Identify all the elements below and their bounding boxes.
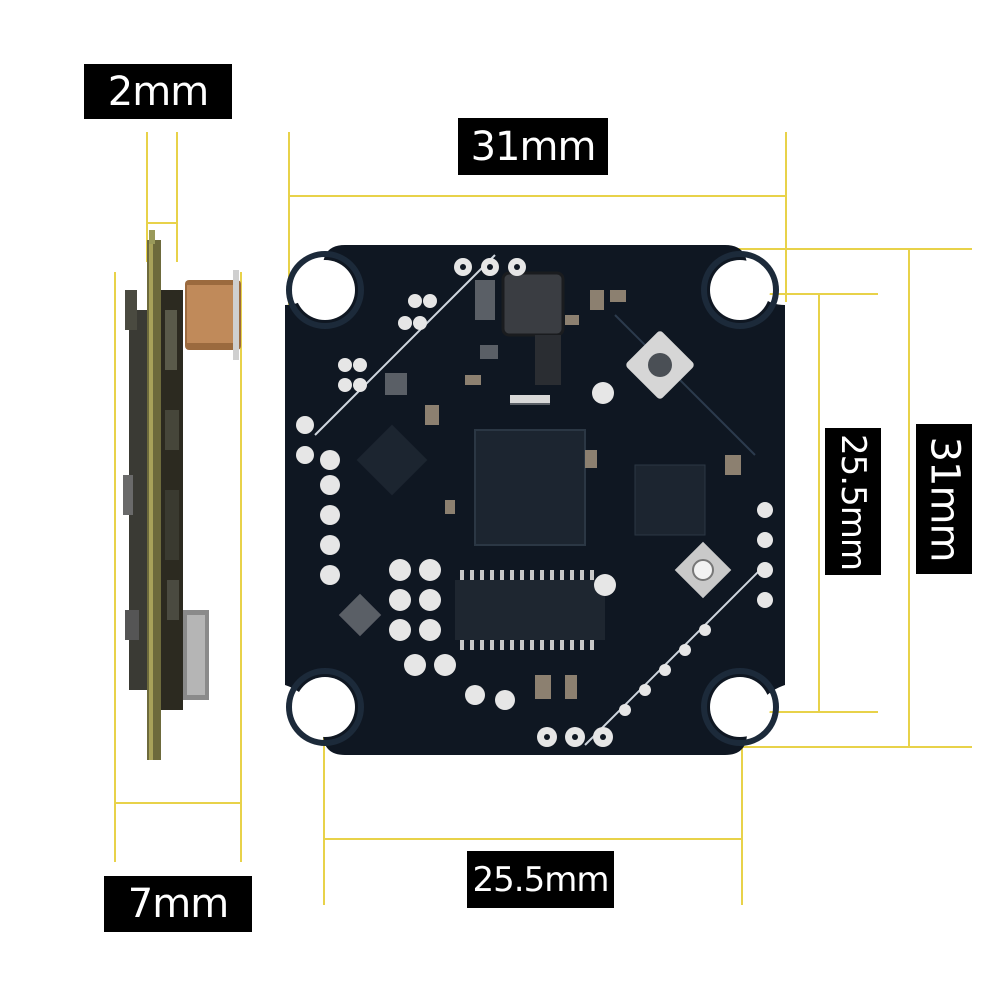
- dim-line-7mm-span: [114, 802, 242, 804]
- side-view-board: [123, 230, 241, 760]
- dimension-text-31mm-right: 31mm: [921, 436, 968, 562]
- dim-line-2mm-left: [146, 132, 148, 262]
- dim-line-31mm-right-span: [908, 248, 910, 748]
- dimension-label-31mm-right: 31mm: [916, 424, 972, 574]
- dim-line-25mm-right-bottom: [740, 711, 878, 713]
- dim-line-25mm-right-top: [740, 293, 878, 295]
- dim-line-31mm-top-left: [288, 132, 290, 332]
- mount-hole-top-left: [295, 260, 355, 320]
- flight-controller-board: [285, 245, 785, 755]
- dim-line-7mm-left: [114, 272, 116, 862]
- dim-line-25mm-bottom-right: [741, 700, 743, 905]
- dim-line-25mm-bottom-left: [323, 700, 325, 905]
- dimension-label-31mm-top: 31mm: [458, 118, 608, 175]
- dim-line-7mm-right: [240, 272, 242, 862]
- dimension-label-25mm-right: 25.5mm: [825, 428, 881, 575]
- dim-line-31mm-right-bottom: [700, 746, 972, 748]
- dimension-text-2mm: 2mm: [107, 68, 209, 115]
- dim-line-31mm-right-top: [700, 248, 972, 250]
- dimension-label-2mm: 2mm: [84, 64, 232, 119]
- dim-line-25mm-bottom-span: [323, 838, 743, 840]
- dim-line-2mm-right: [176, 132, 178, 262]
- dim-line-2mm-span: [146, 222, 178, 224]
- dimension-text-25mm-right: 25.5mm: [833, 433, 874, 570]
- dim-line-31mm-top-right: [785, 132, 787, 302]
- dimension-label-7mm: 7mm: [104, 876, 252, 932]
- dim-line-31mm-top-span: [288, 195, 787, 197]
- dimension-text-25mm-bottom: 25.5mm: [472, 859, 610, 900]
- dimension-text-31mm-top: 31mm: [470, 123, 597, 170]
- dimension-text-7mm: 7mm: [127, 881, 229, 927]
- dim-line-25mm-right-span: [818, 293, 820, 713]
- dimension-label-25mm-bottom: 25.5mm: [467, 851, 614, 908]
